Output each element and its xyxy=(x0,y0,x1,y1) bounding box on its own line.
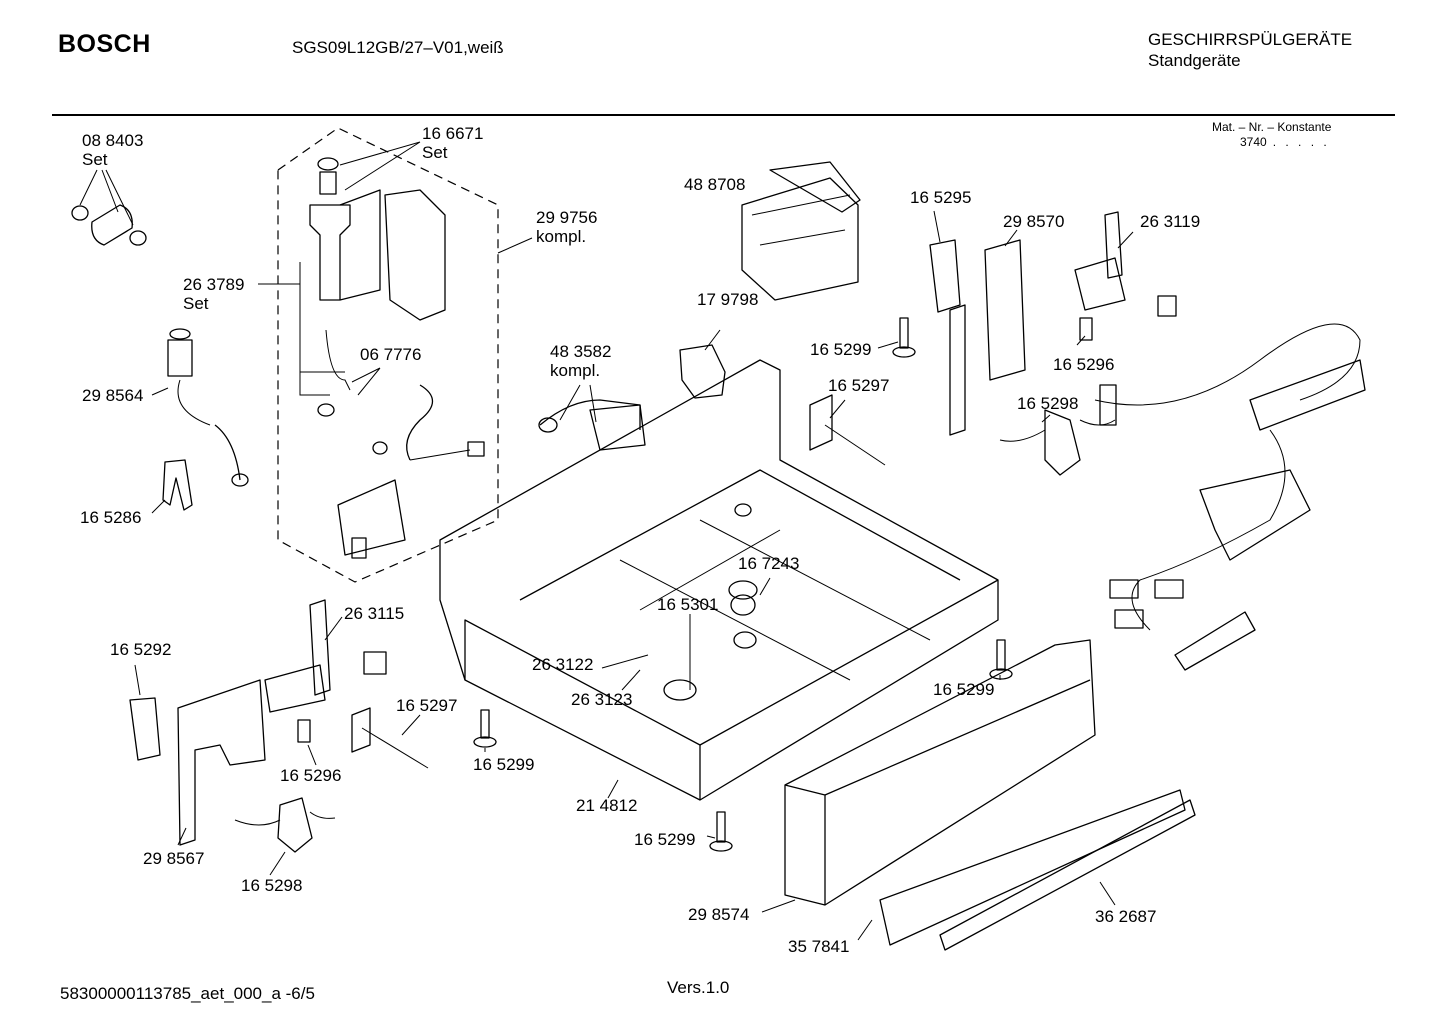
material-number-label: Mat. – Nr. – Konstante xyxy=(1212,120,1332,134)
springs-16-5297 xyxy=(351,394,886,769)
part-label-26-3119: 26 3119 xyxy=(1140,212,1201,231)
part-label-16-5301: 16 5301 xyxy=(657,595,719,614)
part-label-16-5298-left: 16 5298 xyxy=(241,876,303,895)
clip-16-5296-left xyxy=(297,719,311,743)
bracket-26-3119 xyxy=(1074,211,1126,311)
connector-block xyxy=(1157,295,1177,317)
subcategory-title: Standgeräte xyxy=(1148,51,1241,70)
part-label-16-5295: 16 5295 xyxy=(910,188,972,207)
part-label-29-8564: 29 8564 xyxy=(82,386,144,405)
part-label-36-2687: 36 2687 xyxy=(1095,907,1157,926)
part-label-16-5297-top: 16 5297 xyxy=(828,376,890,395)
part-label-35-7841: 35 7841 xyxy=(788,937,850,956)
sensor-lead-right xyxy=(999,419,1116,442)
part-label-16-5296-right: 16 5296 xyxy=(1053,355,1115,374)
base-frame xyxy=(439,359,999,801)
material-dots: . . . . . xyxy=(1272,135,1330,149)
connector-block-left xyxy=(363,651,387,675)
wiring-harness xyxy=(1094,323,1366,671)
sensor-lead-left xyxy=(234,811,336,826)
part-label-16-5299-bottom: 16 5299 xyxy=(634,830,696,849)
hose-clamp-set xyxy=(71,204,147,246)
part-label-29-8574: 29 8574 xyxy=(688,905,750,924)
part-label-16-5292: 16 5292 xyxy=(110,640,172,659)
part-label-16-7243: 16 7243 xyxy=(738,554,800,573)
heating-sensor-kit xyxy=(538,399,646,451)
bracket-29-8570 xyxy=(949,239,1026,436)
part-label-16-5299-top: 16 5299 xyxy=(810,340,872,359)
part-label-16-5298-right: 16 5298 xyxy=(1017,394,1079,413)
model-number: SGS09L12GB/27–V01,weiß xyxy=(292,38,504,57)
clip-16-5292 xyxy=(129,697,161,761)
part-label-06-7776: 06 7776 xyxy=(360,345,422,364)
plinth-panel xyxy=(784,639,1196,951)
bracket-26-3115 xyxy=(264,599,331,713)
part-label-16-5297-left: 16 5297 xyxy=(396,696,458,715)
sensor-16-5298-right xyxy=(1044,409,1081,476)
part-label-29-8567: 29 8567 xyxy=(143,849,205,868)
screws-16-5299 xyxy=(473,317,1013,852)
control-module xyxy=(741,161,861,301)
brand-logo: BOSCH xyxy=(58,30,151,58)
part-label-29-8570: 29 8570 xyxy=(1003,212,1065,231)
part-label-26-3123: 26 3123 xyxy=(571,690,633,709)
part-label-26-3122: 26 3122 xyxy=(532,655,594,674)
water-inlet-valve xyxy=(309,157,485,559)
drain-hose xyxy=(167,328,249,487)
clip-16-5296-right xyxy=(1079,317,1093,341)
sensor-16-5298-left xyxy=(277,797,313,853)
pump-cover xyxy=(679,344,726,399)
bracket-16-5295 xyxy=(929,239,961,313)
material-number-value: 3740 . . . . . xyxy=(1240,135,1330,149)
document-id: 58300000113785_aet_000_a -6/5 xyxy=(60,984,315,1003)
part-label-16-5286: 16 5286 xyxy=(80,508,142,527)
bracket-29-8567 xyxy=(177,679,266,846)
header-divider xyxy=(52,114,1395,116)
part-label-48-8708: 48 8708 xyxy=(684,175,746,194)
leader-lines xyxy=(79,141,1134,941)
category-title: GESCHIRRSPÜLGERÄTE xyxy=(1148,30,1353,49)
part-label-17-9798: 17 9798 xyxy=(697,290,759,309)
part-label-16-5296-left: 16 5296 xyxy=(280,766,342,785)
clip-16-5286 xyxy=(162,459,193,511)
material-constant: 3740 xyxy=(1240,135,1267,149)
part-label-16-5299-left: 16 5299 xyxy=(473,755,535,774)
part-label-16-5299-right: 16 5299 xyxy=(933,680,995,699)
part-label-21-4812: 21 4812 xyxy=(576,796,638,815)
document-version: Vers.1.0 xyxy=(667,978,730,997)
part-label-26-3115: 26 3115 xyxy=(344,604,405,623)
